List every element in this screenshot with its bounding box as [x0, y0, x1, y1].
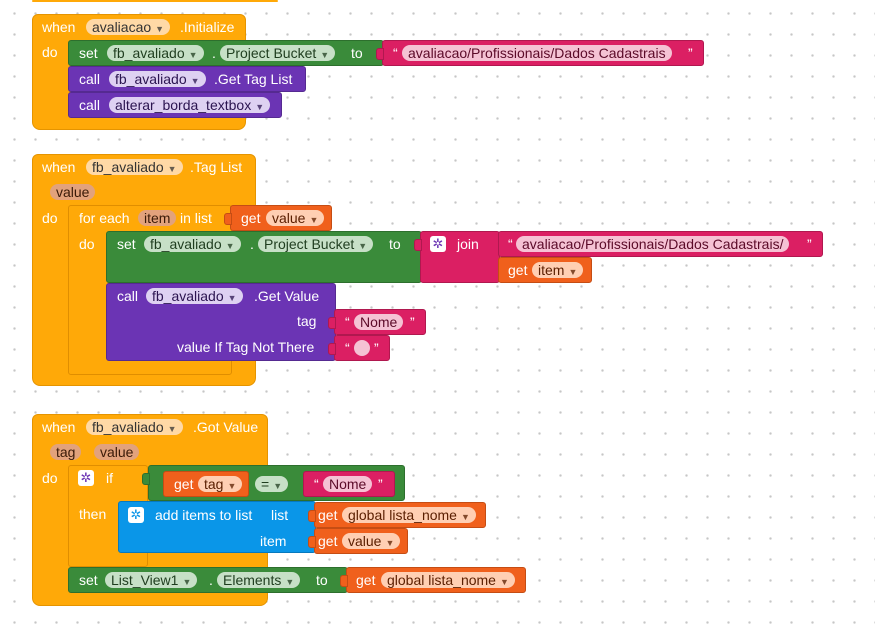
method-name: .Get Tag List — [214, 71, 293, 87]
in-list-label: in list — [180, 210, 212, 226]
get-variable-dropdown[interactable]: item▼ — [532, 262, 584, 278]
property-dropdown[interactable]: Project Bucket▼ — [258, 236, 374, 252]
puzzle-tab — [142, 473, 150, 485]
puzzle-tab — [340, 575, 348, 587]
when-label: when — [42, 419, 76, 435]
list-label: list — [271, 507, 289, 523]
call-label: call — [79, 97, 101, 113]
when-label: when — [42, 19, 76, 35]
quote-close: ” — [688, 45, 693, 61]
property-dropdown[interactable]: Elements▼ — [217, 572, 301, 588]
call-label: call — [117, 288, 139, 304]
string-field[interactable]: avaliacao/Profissionais/Dados Cadastrais — [402, 45, 672, 61]
if-label: if — [106, 470, 113, 486]
event-param-value[interactable]: value — [50, 184, 96, 200]
dot-label: . — [250, 236, 254, 252]
quote-close: ” — [374, 340, 379, 356]
puzzle-tab — [224, 213, 232, 225]
set-label: set — [79, 45, 98, 61]
quote-close: ” — [807, 236, 812, 252]
string-field[interactable]: avaliacao/Profissionais/Dados Cadastrais… — [516, 236, 790, 252]
get-variable-dropdown[interactable]: global lista_nome▼ — [342, 507, 476, 523]
to-label: to — [351, 45, 363, 61]
get-label: get — [318, 533, 338, 549]
quote-close: ” — [378, 476, 383, 492]
component-dropdown[interactable]: fb_avaliado▼ — [86, 159, 183, 175]
puzzle-tab — [308, 510, 316, 522]
string-field[interactable] — [354, 340, 370, 356]
to-label: to — [389, 236, 401, 252]
set-component-dropdown[interactable]: List_View1▼ — [105, 572, 198, 588]
quote-open: “ — [345, 314, 350, 330]
mutator-gear-icon[interactable]: ✲ — [78, 470, 94, 486]
get-label: get — [356, 572, 376, 588]
when-label: when — [42, 159, 76, 175]
event-name: .Tag List — [190, 159, 243, 175]
tag-string-block[interactable] — [334, 309, 426, 335]
event-param-tag[interactable]: tag — [50, 444, 82, 460]
string-field[interactable]: Nome — [354, 314, 404, 330]
procedure-dropdown[interactable]: alterar_borda_textbox▼ — [109, 97, 271, 113]
puzzle-tab — [328, 343, 336, 355]
component-dropdown[interactable]: avaliacao▼ — [86, 19, 171, 35]
set-label: set — [117, 236, 136, 252]
set-component-dropdown[interactable]: fb_avaliado▼ — [107, 45, 204, 61]
property-dropdown[interactable]: Project Bucket▼ — [220, 45, 336, 61]
do-label: do — [42, 210, 58, 226]
get-variable-dropdown[interactable]: global lista_nome▼ — [381, 572, 515, 588]
get-label: get — [508, 262, 528, 278]
loop-variable[interactable]: item — [138, 210, 177, 226]
dot-label: . — [212, 45, 216, 61]
for-each-label: for each — [79, 210, 130, 226]
get-variable-dropdown[interactable]: value▼ — [342, 533, 401, 549]
event-param-value[interactable]: value — [94, 444, 140, 460]
set-label: set — [79, 572, 98, 588]
item-label: item — [260, 533, 287, 549]
tag-label: tag — [297, 313, 317, 329]
do-label: do — [42, 44, 58, 60]
puzzle-tab — [376, 48, 384, 60]
quote-open: “ — [393, 45, 398, 61]
quote-close: ” — [410, 314, 415, 330]
get-variable-dropdown[interactable]: value▼ — [266, 210, 325, 226]
to-label: to — [316, 572, 328, 588]
block-top-edge — [32, 0, 278, 2]
get-label: get — [318, 507, 338, 523]
method-name: .Get Value — [254, 288, 320, 304]
add-items-label: add items to list — [155, 507, 253, 523]
join-label: join — [457, 236, 479, 252]
set-component-dropdown[interactable]: fb_avaliado▼ — [144, 236, 241, 252]
add-items-to-list-block[interactable] — [118, 501, 316, 553]
event-name: .Initialize — [180, 19, 235, 35]
string-field[interactable]: Nome — [323, 476, 373, 492]
get-label: get — [241, 210, 261, 226]
operator-dropdown[interactable]: =▼ — [255, 476, 289, 492]
mutator-gear-icon[interactable]: ✲ — [430, 236, 446, 252]
mutator-gear-icon[interactable]: ✲ — [128, 507, 144, 523]
do-label: do — [79, 236, 95, 252]
get-variable-dropdown[interactable]: tag▼ — [198, 476, 243, 492]
puzzle-tab — [308, 536, 316, 548]
do-label: do — [42, 470, 58, 486]
quote-open: “ — [314, 476, 319, 492]
puzzle-tab — [414, 239, 422, 251]
quote-open: “ — [345, 340, 350, 356]
call-label: call — [79, 71, 101, 87]
dot-label: . — [209, 572, 213, 588]
call-component-dropdown[interactable]: fb_avaliado▼ — [109, 71, 206, 87]
get-label: get — [174, 476, 194, 492]
call-component-dropdown[interactable]: fb_avaliado▼ — [146, 288, 243, 304]
then-label: then — [79, 506, 107, 522]
quote-open: “ — [508, 236, 513, 252]
default-label: value If Tag Not There — [177, 339, 315, 355]
puzzle-tab — [328, 317, 336, 329]
component-dropdown[interactable]: fb_avaliado▼ — [86, 419, 183, 435]
event-name: .Got Value — [193, 419, 259, 435]
